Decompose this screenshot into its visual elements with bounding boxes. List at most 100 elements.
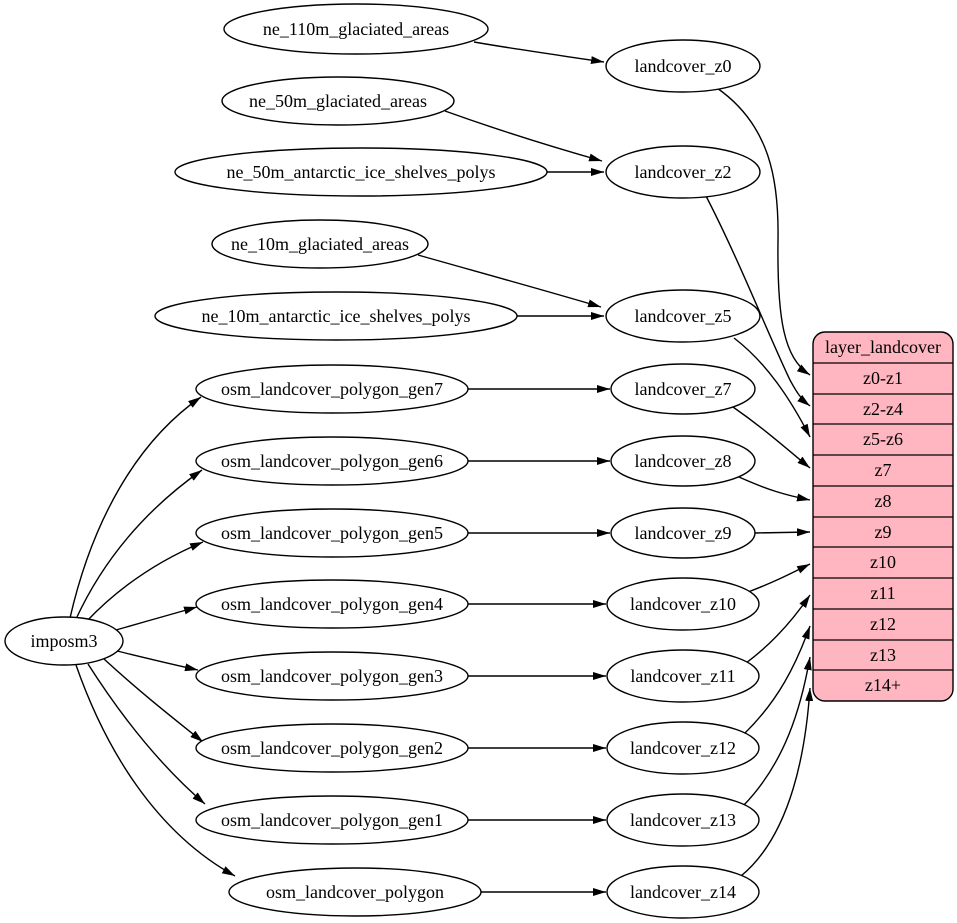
- node-label: osm_landcover_polygon_gen3: [221, 666, 443, 686]
- node-landcover-z13: landcover_z13: [606, 793, 760, 847]
- layer-landcover-table: layer_landcover z0-z1 z2-z4 z5-z6 z7 z8 …: [812, 331, 954, 702]
- ellipse-shape: [195, 508, 469, 558]
- ellipse-shape: [610, 507, 756, 559]
- edge-imposm3-to-osm-landcover-polygon-gen3: [116, 650, 199, 672]
- node-label: landcover_z8: [635, 451, 732, 471]
- node-landcover-z2: landcover_z2: [605, 145, 761, 199]
- table-title: layer_landcover: [825, 337, 941, 357]
- ellipse-shape: [4, 616, 124, 666]
- ellipse-shape: [606, 649, 760, 703]
- node-label: ne_10m_antarctic_ice_shelves_polys: [202, 306, 471, 326]
- ellipse-shape: [606, 577, 760, 631]
- node-label: landcover_z12: [630, 738, 736, 758]
- edge-landcover-z14-to-row-z14plus: [740, 687, 814, 877]
- edge-landcover-z8-to-row-z8: [738, 476, 811, 502]
- edge-landcover-z13-to-row-z13: [742, 656, 812, 807]
- ellipse-shape: [605, 39, 761, 93]
- node-landcover-z7: landcover_z7: [610, 363, 756, 415]
- node-label: osm_landcover_polygon_gen4: [221, 594, 443, 614]
- node-osm-landcover-polygon: osm_landcover_polygon: [228, 867, 482, 917]
- node-label: ne_10m_glaciated_areas: [231, 234, 409, 254]
- node-landcover-z14: landcover_z14: [606, 865, 760, 919]
- table-row-z2-z4: z2-z4: [863, 399, 903, 419]
- table-row-z13: z13: [870, 645, 896, 665]
- edge-landcover-z0-to-row-z0-z1: [716, 87, 811, 376]
- edge-landcover-z11-to-row-z11: [745, 594, 811, 664]
- node-label: landcover_z7: [635, 379, 732, 399]
- edge-imposm3-to-osm-landcover-polygon-gen6: [75, 469, 203, 620]
- node-label: landcover_z0: [635, 56, 732, 76]
- node-label: osm_landcover_polygon_gen2: [221, 738, 443, 758]
- ellipse-shape: [606, 793, 760, 847]
- edge-imposm3-to-osm-landcover-polygon-gen1: [87, 663, 206, 805]
- ellipse-shape: [221, 76, 455, 126]
- node-landcover-z0: landcover_z0: [605, 39, 761, 93]
- ellipse-shape: [174, 147, 548, 197]
- node-landcover-z12: landcover_z12: [606, 721, 760, 775]
- table-row-z7: z7: [875, 460, 892, 480]
- node-ne-50m-antarctic-ice-shelves-polys: ne_50m_antarctic_ice_shelves_polys: [174, 147, 548, 197]
- node-label: osm_landcover_polygon_gen6: [221, 451, 443, 471]
- ellipse-shape: [211, 219, 429, 269]
- ellipse-shape: [195, 651, 469, 701]
- edge-landcover-z2-to-row-z2-z4: [705, 195, 811, 407]
- table-row-z10: z10: [870, 552, 896, 572]
- table-row-z9: z9: [875, 522, 892, 542]
- table-row-z0-z1: z0-z1: [863, 368, 903, 388]
- ellipse-shape: [605, 289, 761, 343]
- node-landcover-z11: landcover_z11: [606, 649, 760, 703]
- edge-landcover-z10-to-row-z10: [747, 563, 811, 593]
- node-osm-landcover-polygon-gen4: osm_landcover_polygon_gen4: [195, 579, 469, 629]
- edge-landcover-z5-to-row-z5-z6: [733, 337, 811, 438]
- edge-landcover-z9-to-row-z9: [754, 528, 811, 537]
- edge-imposm3-to-osm-landcover-polygon-gen7: [69, 396, 202, 619]
- node-label: osm_landcover_polygon_gen5: [221, 523, 443, 543]
- node-landcover-z8: landcover_z8: [610, 435, 756, 487]
- ellipse-shape: [223, 3, 489, 55]
- node-landcover-z5: landcover_z5: [605, 289, 761, 343]
- node-label: landcover_z13: [630, 810, 736, 830]
- node-label: osm_landcover_polygon_gen7: [221, 379, 443, 399]
- node-ne-10m-antarctic-ice-shelves-polys: ne_10m_antarctic_ice_shelves_polys: [154, 291, 518, 341]
- edge-landcover-z12-to-row-z12: [743, 625, 811, 735]
- ellipse-shape: [154, 291, 518, 341]
- node-label: landcover_z9: [635, 523, 732, 543]
- node-osm-landcover-polygon-gen1: osm_landcover_polygon_gen1: [195, 795, 469, 845]
- node-ne-110m-glaciated-areas: ne_110m_glaciated_areas: [223, 3, 489, 55]
- ellipse-shape: [605, 145, 761, 199]
- node-label: landcover_z2: [635, 162, 732, 182]
- edge-imposm3-to-osm-landcover-polygon-gen5: [85, 541, 204, 623]
- node-landcover-z10: landcover_z10: [606, 577, 760, 631]
- edge-imposm3-to-osm-landcover-polygon: [75, 664, 236, 877]
- table-row-z8: z8: [875, 491, 892, 511]
- node-label: landcover_z5: [635, 306, 732, 326]
- edges-layer: [69, 41, 814, 896]
- node-label: landcover_z10: [630, 594, 736, 614]
- node-osm-landcover-polygon-gen5: osm_landcover_polygon_gen5: [195, 508, 469, 558]
- table-row-z14plus: z14+: [865, 675, 901, 695]
- node-label: imposm3: [30, 631, 97, 651]
- node-label: landcover_z14: [630, 882, 736, 902]
- ellipse-shape: [195, 364, 469, 414]
- edge-imposm3-to-osm-landcover-polygon-gen4: [115, 606, 198, 631]
- edge-ne-10m-glaciated-areas-to-landcover-z5: [417, 254, 602, 308]
- ellipse-shape: [195, 436, 469, 486]
- ellipse-shape: [195, 795, 469, 845]
- ellipse-shape: [195, 579, 469, 629]
- ellipse-shape: [228, 867, 482, 917]
- node-osm-landcover-polygon-gen6: osm_landcover_polygon_gen6: [195, 436, 469, 486]
- table-row-z11: z11: [870, 583, 895, 603]
- node-label: ne_110m_glaciated_areas: [263, 19, 449, 39]
- ellipse-shape: [606, 721, 760, 775]
- node-ne-50m-glaciated-areas: ne_50m_glaciated_areas: [221, 76, 455, 126]
- node-label: ne_50m_glaciated_areas: [249, 91, 427, 111]
- edge-ne-50m-glaciated-areas-to-landcover-z2: [444, 110, 603, 162]
- table-row-z12: z12: [870, 614, 896, 634]
- edge-ne-110m-glaciated-areas-to-landcover-z0: [473, 41, 605, 64]
- ellipse-shape: [195, 723, 469, 773]
- node-landcover-z9: landcover_z9: [610, 507, 756, 559]
- edge-imposm3-to-osm-landcover-polygon-gen2: [103, 658, 204, 743]
- node-label: osm_landcover_polygon_gen1: [221, 810, 443, 830]
